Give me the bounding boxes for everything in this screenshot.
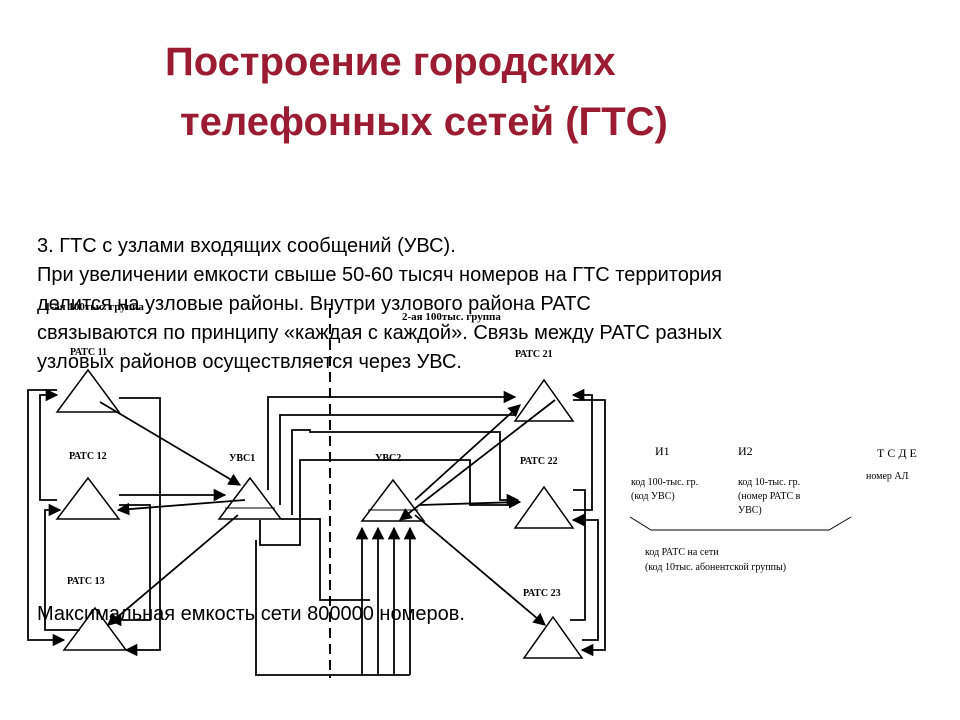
rats13-triangle — [62, 606, 128, 651]
uvs2-label: УВС2 — [375, 453, 401, 464]
rats23-triangle — [522, 615, 584, 659]
body-line-5: узловых районов осуществляется через УВС… — [37, 351, 462, 373]
tsde-label: Т С Д Е — [877, 446, 917, 460]
group1-label: 1-ая 100тыс. группа — [45, 301, 144, 313]
rats21-triangle — [513, 378, 575, 422]
slide-title: Построение городских телефонных сетей (Г… — [0, 0, 960, 180]
inter-group-links — [255, 390, 556, 676]
rats22-label: РАТС 22 — [520, 456, 558, 467]
rats11-label: РАТС 11 — [70, 347, 107, 358]
i1-label: И1 — [655, 444, 670, 458]
uvs1-label: УВС1 — [229, 453, 255, 464]
group1-links — [27, 388, 246, 657]
al-label: номер АЛ — [866, 471, 909, 482]
i2-desc-3: УВС) — [738, 505, 762, 516]
body-line-4: связываются по принципу «каждая с каждой… — [37, 322, 722, 344]
i1-desc-1: код 100-тыс. гр. — [631, 477, 698, 488]
rats12-triangle — [55, 476, 121, 520]
rats22-triangle — [513, 485, 575, 529]
item-title-end: . — [450, 235, 456, 257]
rats23-label: РАТС 23 — [523, 588, 561, 599]
code-brace — [629, 516, 852, 531]
title-line-1: Построение городских — [165, 40, 616, 84]
title-line-2: телефонных сетей (ГТС) — [180, 100, 668, 144]
item-number: 3. — [37, 235, 54, 257]
rats21-label: РАТС 21 — [515, 349, 553, 360]
uvs1-triangle — [217, 476, 283, 520]
group2-links — [570, 388, 606, 657]
i1-desc-2: (код УВС) — [631, 491, 675, 502]
body-line-2: При увеличении емкости свыше 50-60 тысяч… — [37, 264, 722, 286]
rats13-label: РАТС 13 — [67, 576, 105, 587]
group2-label: 2-ая 100тыс. группа — [402, 311, 501, 323]
item-heading: 3. ГТС с узлами входящих сообщений (УВС)… — [37, 234, 456, 258]
body-line-3: делится на узловые районы. Внутри узлово… — [37, 293, 591, 315]
item-title: ГТС с узлами входящих сообщений (УВС) — [59, 235, 451, 257]
footer-text: Максимальная емкость сети 800000 номеров… — [37, 603, 465, 625]
rats11-triangle — [55, 368, 121, 413]
uvs2-triangle — [360, 478, 426, 522]
rats12-label: РАТС 12 — [69, 451, 107, 462]
code-desc-1: код РАТС на сети — [645, 547, 719, 558]
i2-desc-1: код 10-тыс. гр. — [738, 477, 800, 488]
code-desc-2: (код 10тыс. абонентской группы) — [645, 562, 786, 573]
i2-desc-2: (номер РАТС в — [738, 491, 801, 502]
i2-label: И2 — [738, 444, 753, 458]
